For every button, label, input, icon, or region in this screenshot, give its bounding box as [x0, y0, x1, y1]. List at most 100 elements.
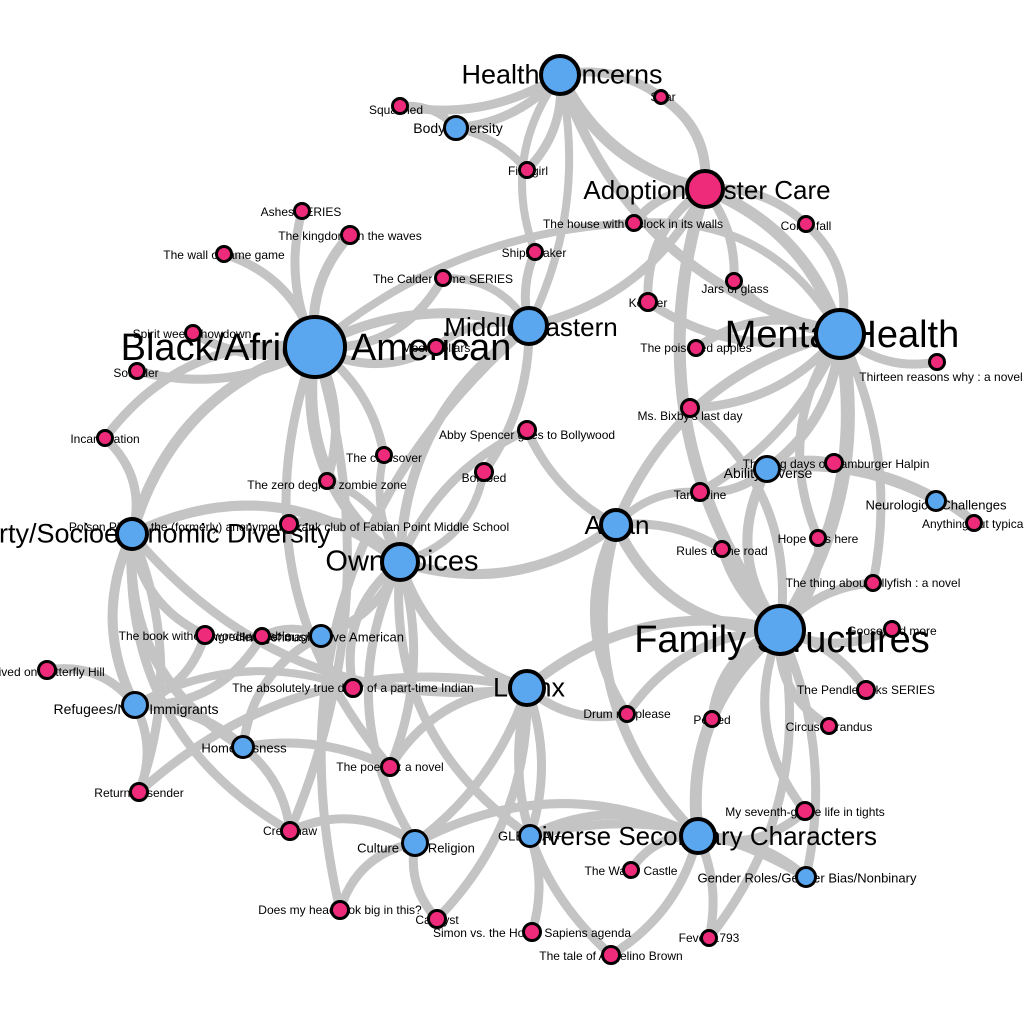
graph-edge	[773, 327, 855, 637]
graph-node-ability-diverse[interactable]	[753, 455, 781, 483]
graph-edge	[130, 631, 267, 710]
graph-edge	[107, 529, 140, 710]
graph-edge	[395, 520, 621, 580]
graph-node-keeper[interactable]	[638, 292, 658, 312]
graph-node-family-structures[interactable]	[754, 604, 806, 656]
graph-edge	[238, 631, 326, 752]
graph-node-squashed[interactable]	[391, 97, 409, 115]
graph-node-incarceration[interactable]	[96, 429, 114, 447]
graph-node-poisoned-apples[interactable]	[687, 339, 705, 357]
graph-node-soar[interactable]	[653, 89, 669, 105]
graph-node-ms-bixby-last-day[interactable]	[680, 398, 700, 418]
graph-edge	[316, 321, 534, 915]
graph-node-indigenous-native[interactable]	[309, 624, 333, 648]
graph-edge	[522, 615, 785, 693]
graph-edge	[285, 814, 420, 848]
graph-node-tangerine[interactable]	[690, 482, 710, 502]
graph-edge	[311, 219, 638, 351]
graph-node-drum-roll-please[interactable]	[618, 705, 636, 723]
graph-edge	[363, 557, 420, 848]
graph-node-bomber[interactable]	[474, 462, 494, 482]
graph-node-ladies-of-magic[interactable]	[253, 627, 271, 645]
graph-node-black-african-american[interactable]	[283, 315, 347, 379]
graph-node-peeled[interactable]	[703, 710, 721, 728]
graph-edge	[597, 520, 703, 841]
graph-node-shipbreaker[interactable]	[526, 243, 544, 261]
graph-node-rules-of-the-road[interactable]	[713, 540, 731, 558]
graph-node-anything-but-typical[interactable]	[965, 514, 983, 532]
graph-node-diverse-secondary[interactable]	[679, 817, 717, 855]
graph-node-catalyst[interactable]	[427, 909, 447, 929]
graph-node-asian[interactable]	[599, 508, 633, 542]
graph-node-gender-roles[interactable]	[795, 866, 817, 888]
graph-node-thing-about-jellyfish[interactable]	[864, 574, 882, 592]
graph-node-sounder[interactable]	[128, 362, 146, 380]
graph-node-thirteen-reasons-why[interactable]	[928, 353, 946, 371]
graph-node-poison-pickle[interactable]	[279, 514, 299, 534]
graph-node-absolutely-true-diary[interactable]	[343, 678, 363, 698]
graph-node-dog-days-halpin[interactable]	[824, 453, 844, 473]
graph-node-poverty-socioeconomic[interactable]	[115, 517, 149, 551]
graph-edge	[410, 799, 703, 848]
graph-edge	[134, 672, 532, 797]
graph-node-calder-game-series[interactable]	[434, 269, 452, 287]
graph-node-neurological-challenges[interactable]	[925, 490, 947, 512]
graph-node-pendlewicks-series[interactable]	[856, 680, 876, 700]
graph-node-house-clock-walls[interactable]	[625, 214, 643, 232]
graph-node-culture-and-religion[interactable]	[401, 829, 429, 857]
graph-node-mental-health[interactable]	[814, 308, 866, 360]
graph-edge	[630, 218, 844, 338]
graph-node-spirit-week-showdown[interactable]	[184, 324, 202, 342]
node-label: Thirteen reasons why : a novel	[859, 370, 1023, 384]
graph-node-the-water-castle[interactable]	[622, 861, 640, 879]
graph-node-latinx[interactable]	[508, 669, 546, 707]
graph-node-crenshaw[interactable]	[280, 821, 300, 841]
graph-node-own-voices[interactable]	[380, 542, 420, 582]
graph-node-tale-of-angelino-brown[interactable]	[601, 945, 621, 965]
graph-edge	[611, 329, 845, 530]
graph-node-fire-girl[interactable]	[518, 161, 536, 179]
graph-node-fever-1793[interactable]	[700, 929, 718, 947]
graph-edge	[775, 625, 821, 882]
graph-node-does-my-head-look-big[interactable]	[330, 900, 350, 920]
graph-node-homelessness[interactable]	[231, 735, 255, 759]
graph-edge	[518, 71, 564, 256]
graph-node-zero-degree-zombie[interactable]	[318, 472, 336, 490]
graph-node-book-without-words[interactable]	[195, 625, 215, 645]
graph-node-come-fall[interactable]	[797, 215, 815, 233]
graph-edge	[525, 819, 811, 882]
graph-node-body-diversity[interactable]	[443, 115, 469, 141]
graph-node-wall-fame-game[interactable]	[215, 245, 233, 263]
graph-node-simon-homo-sapiens[interactable]	[522, 922, 542, 942]
graph-edge	[126, 341, 321, 540]
graph-node-middle-eastern[interactable]	[509, 306, 549, 346]
graph-edge	[395, 425, 532, 567]
graph-node-hope-was-here[interactable]	[809, 529, 827, 547]
graph-node-the-crossover[interactable]	[375, 446, 393, 464]
graph-node-seventh-grade-tights[interactable]	[795, 801, 815, 821]
graph-edge	[127, 529, 532, 697]
graph-edge	[385, 557, 419, 772]
graph-node-circus-mirandus[interactable]	[820, 717, 838, 735]
graph-node-the-poet-x[interactable]	[380, 757, 400, 777]
graph-node-glbtqia[interactable]	[518, 824, 542, 848]
graph-node-health-concerns[interactable]	[539, 54, 581, 96]
graph-edge	[127, 500, 405, 567]
graph-node-abby-spencer[interactable]	[517, 420, 537, 440]
graph-node-ashes-series[interactable]	[293, 202, 311, 220]
graph-edge	[704, 625, 795, 943]
graph-node-adoption-foster-care[interactable]	[685, 169, 725, 209]
graph-edge	[525, 71, 574, 330]
graph-edge	[524, 184, 710, 331]
graph-node-refugees-new-immigrants[interactable]	[121, 691, 149, 719]
graph-edge	[281, 342, 395, 772]
graph-node-kingdom-waves[interactable]	[340, 225, 360, 245]
graph-node-moon-dollars[interactable]	[427, 338, 445, 356]
graph-edge	[695, 329, 845, 497]
graph-node-lived-butterfly-hill[interactable]	[37, 660, 57, 680]
graph-node-goose-and-more[interactable]	[883, 620, 901, 638]
graph-node-jars-of-glass[interactable]	[725, 272, 743, 290]
graph-node-return-to-sender[interactable]	[129, 782, 149, 802]
